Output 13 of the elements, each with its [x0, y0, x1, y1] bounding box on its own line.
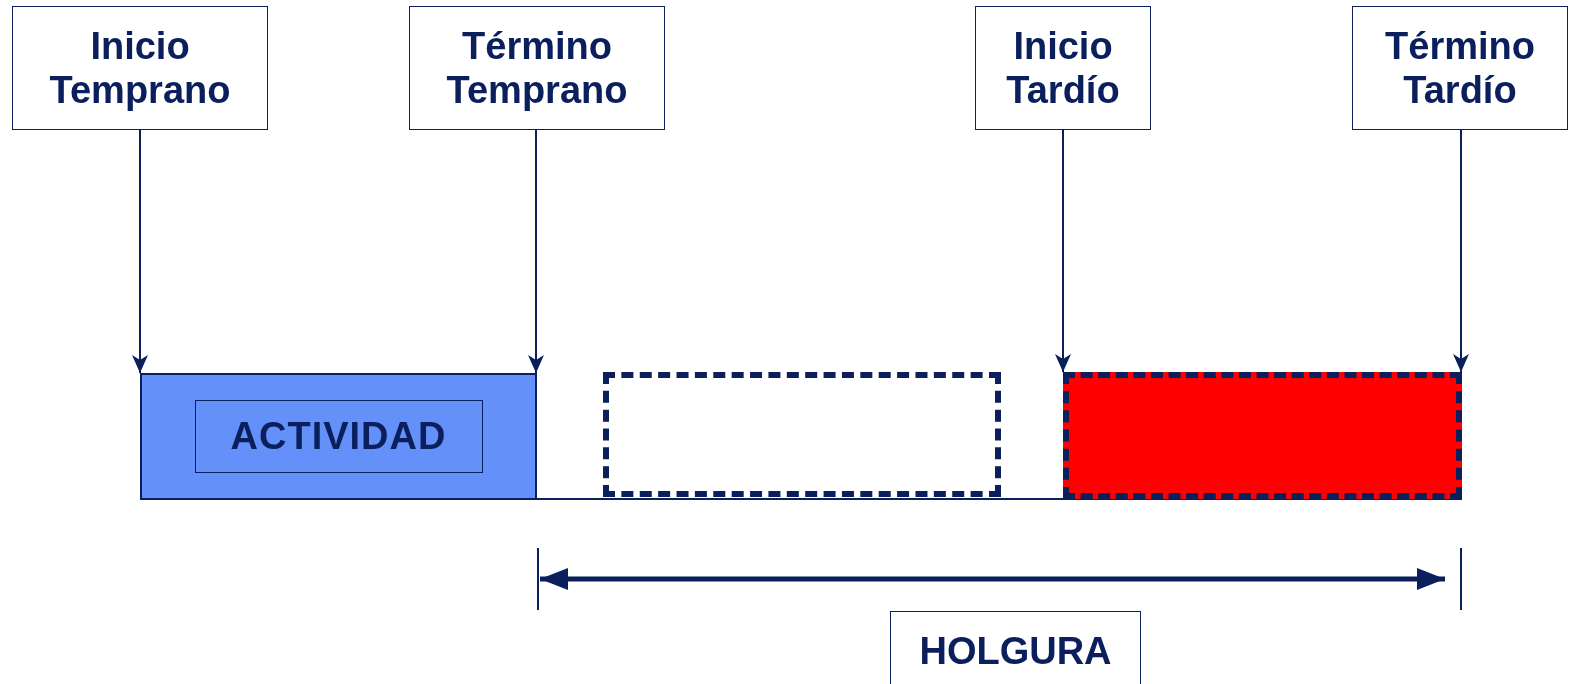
arrow — [1055, 129, 1071, 373]
label-box: HOLGURA — [890, 611, 1141, 684]
label-box: Inicio Tardío — [975, 6, 1151, 130]
late-bar — [1063, 372, 1462, 499]
activity-bar — [140, 373, 537, 500]
arrow — [528, 129, 544, 374]
dashed-box — [603, 372, 1001, 497]
arrow — [132, 129, 148, 374]
label-box: Inicio Temprano — [12, 6, 268, 130]
label-box: Término Tardío — [1352, 6, 1568, 130]
label-box: Término Temprano — [409, 6, 665, 130]
arrow — [1453, 129, 1469, 373]
activity-label: ACTIVIDAD — [194, 400, 483, 473]
